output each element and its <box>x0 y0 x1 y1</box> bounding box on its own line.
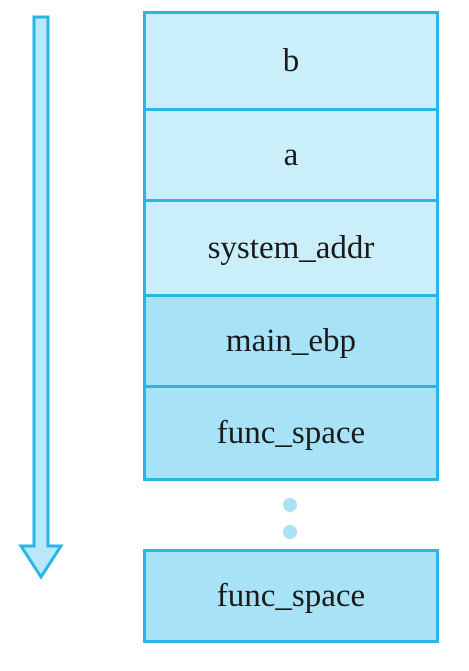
stack-cell-a: a <box>146 111 436 199</box>
stack-cell-func-space: func_space <box>146 388 436 478</box>
stack-cell-label: system_addr <box>207 229 375 266</box>
ellipsis-dot <box>283 498 297 512</box>
stack-cell-label: b <box>282 42 300 79</box>
ellipsis-dot <box>283 525 297 539</box>
stack-cell-b: b <box>146 14 436 108</box>
down-arrow-icon <box>18 15 64 580</box>
cell-divider <box>146 294 436 297</box>
stack-frame: b a system_addr main_ebp func_space <box>143 11 439 481</box>
stack-cell-label: a <box>283 136 299 173</box>
stack-cell-label: func_space <box>216 414 366 451</box>
stack-cell-func-space-bottom: func_space <box>143 549 439 643</box>
stack-cell-label: main_ebp <box>225 322 357 359</box>
stack-cell-main-ebp: main_ebp <box>146 297 436 385</box>
stack-cell-label: func_space <box>216 577 366 614</box>
stack-cell-system-addr: system_addr <box>146 202 436 294</box>
cell-divider <box>146 385 436 388</box>
cell-divider <box>146 199 436 202</box>
cell-divider <box>146 108 436 111</box>
